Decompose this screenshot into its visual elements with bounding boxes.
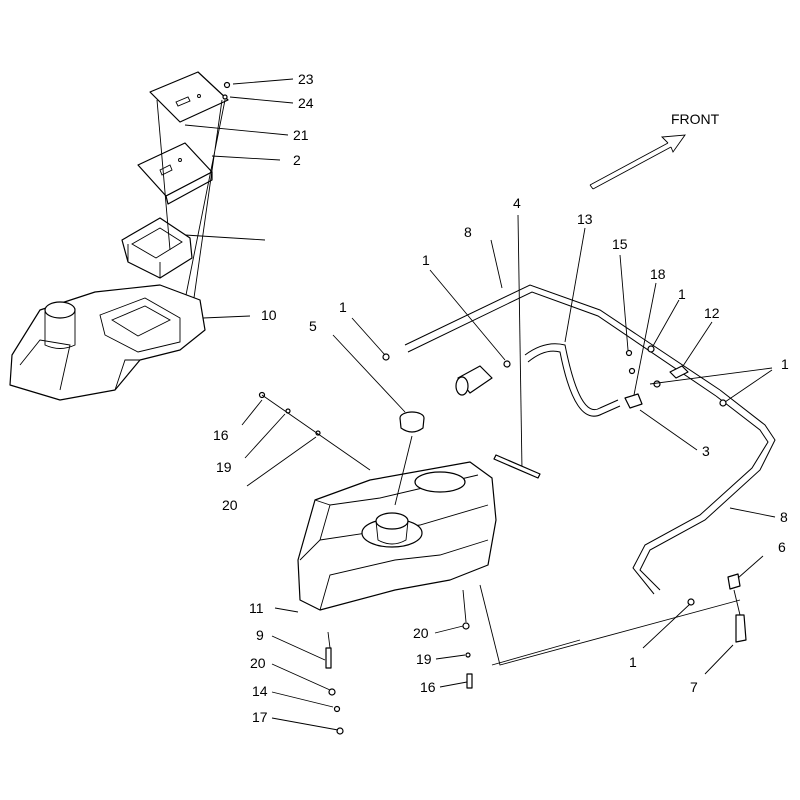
callout-3: 3 bbox=[702, 443, 710, 459]
cover-plate bbox=[149, 71, 229, 123]
front-direction-arrow bbox=[589, 134, 686, 190]
callout-20-bottom-left: 20 bbox=[250, 655, 266, 671]
callout-9: 9 bbox=[256, 627, 264, 643]
callout-14: 14 bbox=[252, 683, 268, 699]
cable-tie bbox=[493, 454, 541, 479]
callout-1-mid: 1 bbox=[422, 252, 430, 268]
front-label: FRONT bbox=[671, 111, 720, 127]
shutoff-valve bbox=[669, 365, 689, 379]
fuel-tank bbox=[297, 461, 497, 611]
callout-10: 10 bbox=[261, 307, 277, 323]
callout-5: 5 bbox=[309, 318, 317, 334]
screw-23 bbox=[222, 81, 231, 100]
callout-6: 6 bbox=[778, 539, 786, 555]
callout-2: 2 bbox=[293, 152, 301, 168]
callout-20-bottom: 20 bbox=[413, 625, 429, 641]
callout-20-left: 20 bbox=[222, 497, 238, 513]
callout-4: 4 bbox=[513, 195, 521, 211]
callout-21: 21 bbox=[293, 127, 309, 143]
hose-clamps bbox=[382, 345, 727, 606]
fuel-hose-13 bbox=[524, 343, 621, 417]
leader-lines bbox=[184, 78, 776, 731]
callout-18: 18 bbox=[650, 266, 666, 282]
callout-1-right: 1 bbox=[678, 286, 686, 302]
stud-9 bbox=[325, 647, 344, 735]
callout-numbers: 23 24 21 2 10 5 16 19 20 1 1 8 4 13 15 1… bbox=[213, 71, 789, 725]
callout-17: 17 bbox=[252, 709, 268, 725]
callout-7: 7 bbox=[690, 679, 698, 695]
cable-tie-leader bbox=[517, 214, 523, 471]
fuel-cap bbox=[399, 411, 425, 433]
callout-16-left: 16 bbox=[213, 427, 229, 443]
fuel-tank-housing bbox=[9, 284, 206, 401]
battery-tray bbox=[121, 217, 193, 279]
mounting-plate bbox=[137, 142, 213, 205]
callout-13: 13 bbox=[577, 211, 593, 227]
callout-1-left: 1 bbox=[339, 299, 347, 315]
fuel-filter bbox=[455, 365, 493, 396]
fitting-6 bbox=[727, 573, 747, 643]
callout-16-bottom: 16 bbox=[420, 679, 436, 695]
callout-19-bottom: 19 bbox=[416, 651, 432, 667]
callout-12: 12 bbox=[704, 305, 720, 321]
fuel-bracket bbox=[624, 393, 643, 409]
callout-1-bottom: 1 bbox=[629, 654, 637, 670]
callout-24: 24 bbox=[298, 95, 314, 111]
callout-8-upper: 8 bbox=[464, 224, 472, 240]
callout-19-left: 19 bbox=[216, 459, 232, 475]
callout-1-far-right: 1 bbox=[781, 356, 789, 372]
callout-15: 15 bbox=[612, 236, 628, 252]
bolt-16-bottom bbox=[462, 622, 473, 689]
callout-11: 11 bbox=[249, 600, 264, 616]
callout-23: 23 bbox=[298, 71, 314, 87]
callout-8-lower: 8 bbox=[780, 509, 788, 525]
